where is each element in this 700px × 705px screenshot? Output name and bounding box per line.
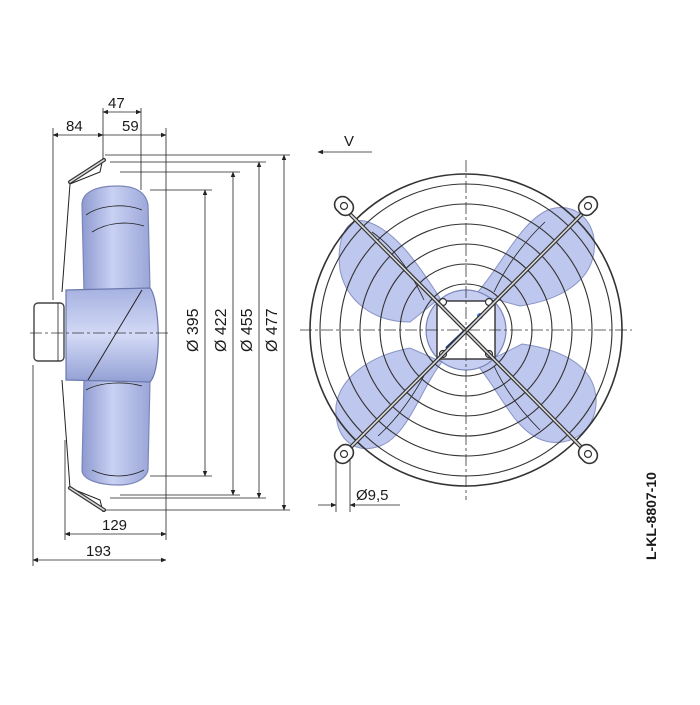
mount-hole-tl	[339, 201, 349, 211]
dia-395: Ø 395	[185, 308, 202, 352]
upper-blade-curve	[91, 222, 145, 233]
front-blade-top-right	[475, 207, 595, 307]
mount-hole-bl	[339, 449, 349, 459]
blade-edge-br	[493, 365, 541, 431]
lower-blade-curve	[91, 469, 145, 477]
upper-blade	[81, 185, 151, 293]
blade-edge-tr	[493, 221, 546, 293]
lower-blade	[81, 377, 151, 486]
motor-hub	[65, 287, 159, 383]
dia-422: Ø 422	[213, 308, 230, 352]
dim-47: 47	[108, 95, 125, 112]
dia-477: Ø 477	[264, 308, 281, 352]
dia-455: Ø 455	[239, 308, 256, 352]
drawing-code: L-KL-8807-10	[643, 472, 659, 560]
side-strut-bottom-inner	[69, 487, 105, 511]
blade-edge-tl	[371, 231, 425, 301]
guard-wire-side	[61, 157, 104, 513]
upper-blade-edge	[85, 205, 143, 216]
mount-hole-tr	[583, 201, 593, 211]
dim-129: 129	[102, 517, 127, 534]
motor-end-cap	[33, 302, 65, 362]
side-view: 47 84 59 Ø 395 Ø 422 Ø 455 Ø 477 129 193	[30, 95, 290, 566]
side-strut-top-inner	[69, 159, 105, 183]
airflow-label: V	[344, 133, 354, 150]
front-view: V	[300, 133, 632, 512]
front-blade-bottom-left	[335, 347, 443, 450]
dim-59: 59	[122, 118, 139, 135]
lower-blade-edge	[85, 382, 143, 391]
mount-hole-br	[583, 449, 593, 459]
dim-193: 193	[86, 543, 111, 560]
hole-dia: Ø9,5	[356, 487, 389, 504]
dim-84: 84	[66, 118, 83, 135]
blade-pitch-line	[87, 289, 143, 381]
